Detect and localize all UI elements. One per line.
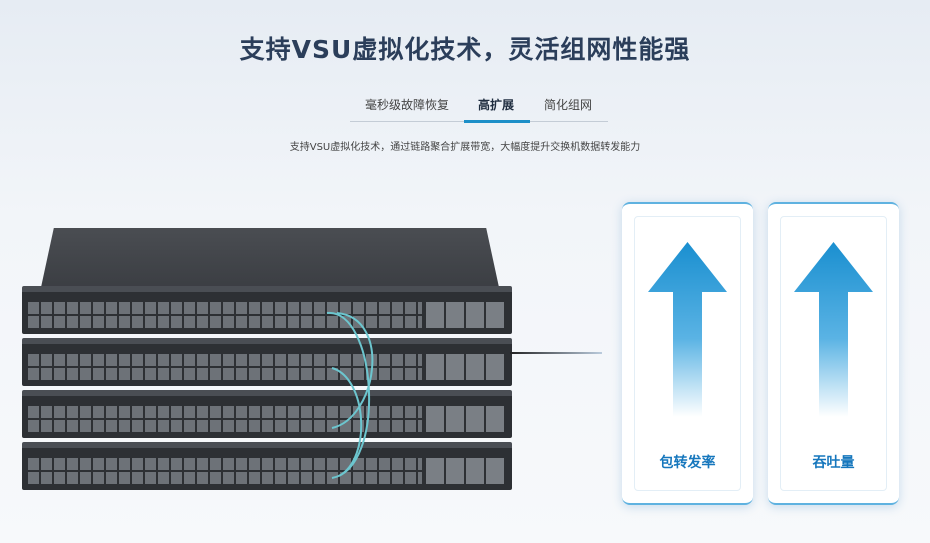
tab-fast-recovery[interactable]: 毫秒级故障恢复 bbox=[365, 98, 450, 112]
packet-forwarding-rate-card: 包转发率 bbox=[622, 202, 753, 505]
switch-unit bbox=[22, 338, 512, 386]
arrow-up-icon bbox=[794, 242, 873, 417]
active-tab-indicator bbox=[464, 120, 530, 123]
switch-unit bbox=[22, 442, 512, 490]
tab-simplified-network[interactable]: 简化组网 bbox=[544, 98, 593, 112]
card-label: 包转发率 bbox=[659, 455, 716, 471]
switch-stack-image bbox=[22, 228, 512, 498]
switch-top-cover bbox=[40, 228, 500, 292]
tab-high-expansion[interactable]: 高扩展 bbox=[478, 98, 515, 112]
connector-line bbox=[510, 352, 602, 354]
stacking-cables bbox=[326, 311, 374, 479]
card-label: 吞吐量 bbox=[812, 455, 855, 471]
arrow-up-icon bbox=[648, 242, 727, 417]
switch-unit bbox=[22, 390, 512, 438]
page-title: 支持VSU虚拟化技术，灵活组网性能强 bbox=[239, 35, 691, 64]
tab-description: 支持VSU虚拟化技术，通过链路聚合扩展带宽，大幅度提升交换机数据转发能力 bbox=[289, 142, 641, 153]
switch-unit bbox=[22, 286, 512, 334]
throughput-card: 吞吐量 bbox=[768, 202, 899, 505]
tab-bar: 毫秒级故障恢复 高扩展 简化组网 bbox=[350, 94, 608, 123]
